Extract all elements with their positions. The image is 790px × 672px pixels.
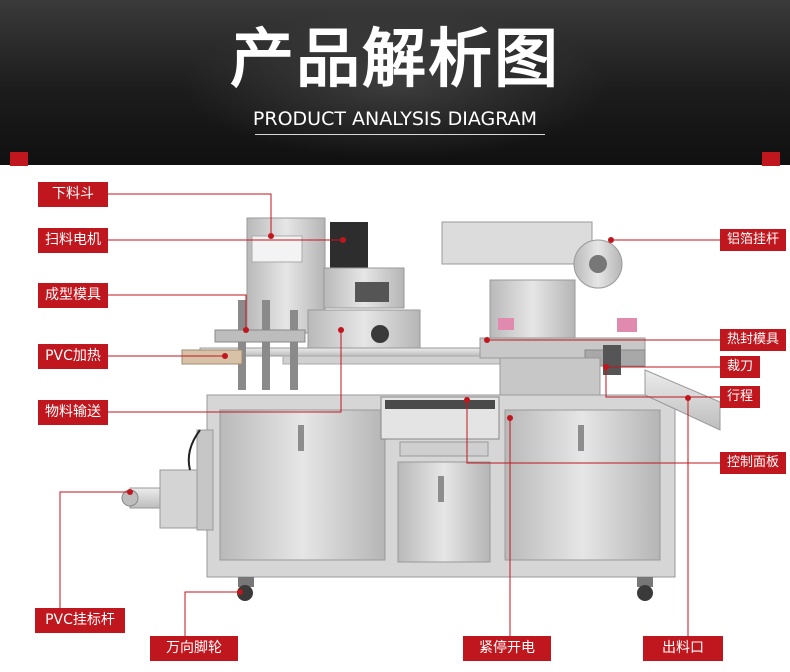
- forming-dial: [371, 325, 389, 343]
- forming-mold: [214, 329, 306, 343]
- banner-glow: [180, 10, 610, 160]
- door-handle-right: [578, 425, 584, 451]
- dot-cutter: [603, 364, 609, 370]
- forming-housing: [307, 309, 421, 349]
- drive-housing: [499, 357, 601, 396]
- door-handle-middle: [438, 476, 444, 502]
- right-heater-indicator: [617, 318, 637, 332]
- dot-forming: [243, 327, 249, 333]
- sealing-heater-indicator: [498, 318, 514, 330]
- label-hopper: 下料斗: [38, 182, 108, 207]
- page-subtitle: PRODUCT ANALYSIS DIAGRAM: [252, 108, 538, 130]
- leader-pvc-hanger: [59, 491, 130, 621]
- discharge-chute: [644, 369, 721, 431]
- mold-pillar-1: [238, 300, 246, 390]
- label-outlet: 出料口: [643, 636, 723, 661]
- page-title: 产品解析图: [230, 23, 560, 97]
- caster-wheel-left: [237, 585, 253, 601]
- dot-pvc-heat: [222, 353, 228, 359]
- control-panel-display: [385, 400, 495, 409]
- label-caster: 万向脚轮: [150, 636, 238, 661]
- banner-tab-right: [762, 152, 780, 166]
- mold-pillar-2: [262, 300, 270, 390]
- dot-motor: [340, 237, 346, 243]
- label-sealing-mold: 热封模具: [720, 329, 786, 351]
- label-stroke: 行程: [720, 386, 760, 408]
- dot-hopper: [268, 233, 274, 239]
- sealing-frame: [489, 279, 576, 341]
- label-cutter: 裁刀: [720, 356, 760, 378]
- label-control-panel: 控制面板: [720, 452, 786, 474]
- dot-foil: [608, 237, 614, 243]
- label-sweep-motor: 扫料电机: [38, 228, 108, 253]
- leader-control-panel: [466, 400, 720, 464]
- dot-stop: [507, 415, 513, 421]
- power-cable: [187, 429, 201, 471]
- motor-controller: [355, 282, 389, 302]
- dot-outlet: [685, 395, 691, 401]
- caster-mount-left: [238, 577, 254, 587]
- dot-caster: [237, 589, 243, 595]
- foil-frame: [441, 221, 593, 265]
- label-foil-hanger: 铝箔挂杆: [720, 229, 786, 251]
- banner-tab-left: [10, 152, 28, 166]
- label-emergency-power: 紧停开电: [463, 636, 551, 661]
- foil-roll-hub: [589, 255, 607, 273]
- pvc-heater: [181, 349, 243, 365]
- machine-illustration: [59, 193, 721, 649]
- door-handle-left: [298, 425, 304, 451]
- caster-mount-right: [637, 577, 653, 587]
- label-forming-mold: 成型模具: [38, 283, 108, 308]
- dot-sealing: [484, 337, 490, 343]
- mold-pillar-3: [290, 310, 298, 390]
- label-material-feed: 物料输送: [38, 400, 108, 425]
- caster-wheel-right: [637, 585, 653, 601]
- label-pvc-heat: PVC加热: [38, 344, 108, 369]
- dot-material-feed: [338, 327, 344, 333]
- subtitle-underline: [255, 134, 545, 135]
- label-pvc-hanger: PVC挂标杆: [35, 608, 125, 633]
- header-banner: 产品解析图 PRODUCT ANALYSIS DIAGRAM: [0, 0, 790, 165]
- dot-pvc-hanger: [127, 489, 133, 495]
- leader-material-feed: [108, 330, 342, 413]
- cabinet-drawer: [399, 441, 489, 457]
- motor-body: [330, 222, 368, 270]
- leader-hopper: [108, 193, 272, 236]
- roller-stand: [196, 429, 214, 531]
- leader-forming-mold: [108, 294, 247, 330]
- dot-control-panel: [464, 397, 470, 403]
- leader-stroke: [605, 367, 720, 398]
